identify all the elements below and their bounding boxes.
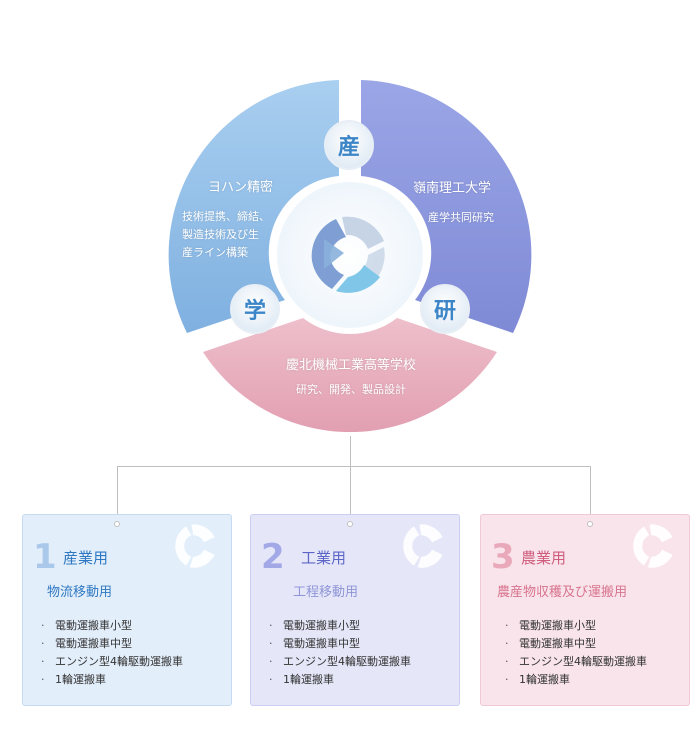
segment-bottom-title: 慶北機械工業高等学校	[285, 358, 416, 373]
segment-right-desc: 産学共同研究	[428, 211, 494, 224]
card-item-list: 電動運搬車小型 電動運搬車中型 エンジン型4輪駆動運搬車 1輪運搬車	[505, 617, 647, 689]
connector-dot-1	[114, 521, 120, 527]
list-item: 電動運搬車中型	[41, 635, 183, 653]
badge-san-label: 産	[338, 134, 360, 160]
segment-left-desc-line-2: 製造技術及び生	[182, 228, 259, 241]
card-item-list: 電動運搬車小型 電動運搬車中型 エンジン型4輪駆動運搬車 1輪運搬車	[269, 617, 411, 689]
segment-left	[168, 80, 339, 333]
list-item: エンジン型4輪駆動運搬車	[505, 653, 647, 671]
connector-drop-3	[590, 466, 591, 524]
badge-ken	[420, 284, 470, 334]
segment-left-desc-line-3: 産ライン構築	[182, 246, 248, 259]
list-item: エンジン型4輪駆動運搬車	[269, 653, 411, 671]
badge-ken-label: 研	[434, 299, 456, 324]
badge-gaku-label: 学	[244, 298, 266, 324]
card-engineering-use: 2 工業用 工程移動用 電動運搬車小型 電動運搬車中型 エンジン型4輪駆動運搬車…	[250, 514, 460, 706]
badge-san	[324, 120, 374, 170]
card-subtitle: 工程移動用	[293, 585, 359, 600]
card-number: 2	[261, 537, 285, 577]
card-subtitle: 物流移動用	[47, 585, 113, 600]
watermark-logo-icon	[633, 524, 673, 568]
list-item: 1輪運搬車	[41, 671, 183, 689]
card-number: 1	[33, 537, 57, 577]
list-item: 電動運搬車小型	[41, 617, 183, 635]
card-subtitle: 農産物収穫及び運搬用	[497, 585, 628, 600]
connector-drop-2	[350, 466, 351, 524]
list-item: 電動運搬車中型	[505, 635, 647, 653]
segment-left-desc-line-1: 技術提携、締結、	[182, 210, 270, 223]
list-item: 電動運搬車中型	[269, 635, 411, 653]
card-title: 農業用	[521, 549, 567, 567]
list-item: 電動運搬車小型	[269, 617, 411, 635]
connector-drop-1	[117, 466, 118, 524]
segment-right-title: 嶺南理工大学	[413, 181, 492, 196]
connector-stem	[350, 436, 351, 466]
watermark-logo-icon	[403, 524, 443, 568]
list-item: 1輪運搬車	[505, 671, 647, 689]
connector-dot-2	[347, 521, 353, 527]
badge-gaku	[230, 284, 280, 334]
card-title: 工業用	[301, 549, 347, 567]
list-item: エンジン型4輪駆動運搬車	[41, 653, 183, 671]
card-agricultural-use: 3 農業用 農産物収穫及び運搬用 電動運搬車小型 電動運搬車中型 エンジン型4輪…	[480, 514, 690, 706]
card-item-list: 電動運搬車小型 電動運搬車中型 エンジン型4輪駆動運搬車 1輪運搬車	[41, 617, 183, 689]
list-item: 電動運搬車小型	[505, 617, 647, 635]
center-logo-icon	[311, 216, 385, 293]
card-industrial-use: 1 産業用 物流移動用 電動運搬車小型 電動運搬車中型 エンジン型4輪駆動運搬車…	[22, 514, 232, 706]
card-number: 3	[491, 537, 515, 577]
connector-dot-3	[587, 521, 593, 527]
center-disc	[277, 182, 423, 328]
connector-horizontal	[117, 466, 591, 467]
segment-left-title: ヨハン精密	[208, 180, 274, 195]
segment-bottom	[203, 318, 497, 433]
card-title: 産業用	[63, 549, 109, 567]
list-item: 1輪運搬車	[269, 671, 411, 689]
segment-right	[361, 80, 532, 333]
watermark-logo-icon	[175, 524, 215, 568]
segment-bottom-desc: 研究、開発、製品設計	[296, 383, 406, 396]
